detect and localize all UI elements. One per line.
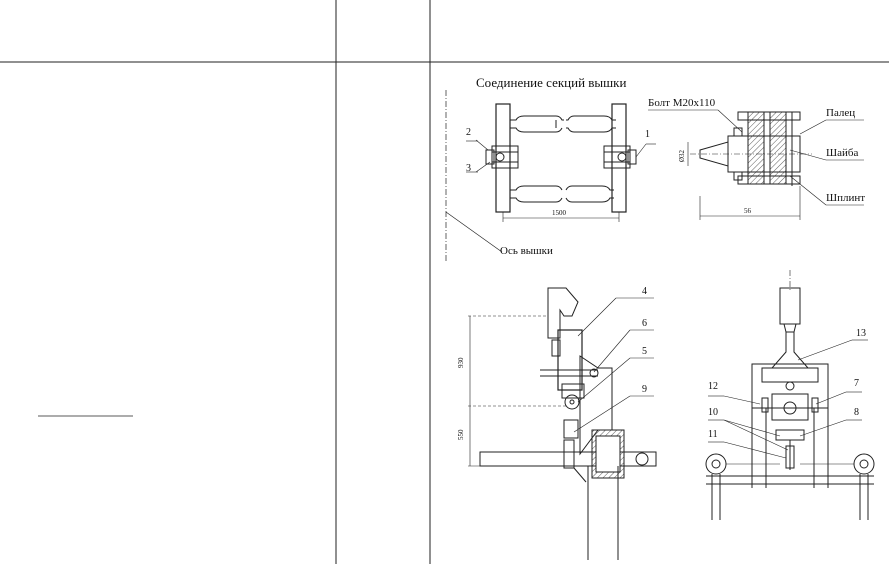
cotter-pin-label: Шплинт <box>826 192 866 204</box>
pin-label: Палец <box>826 107 856 119</box>
winch-front-view <box>705 270 875 520</box>
callout-6: 6 <box>642 318 647 329</box>
washer-label: Шайба <box>826 147 859 159</box>
joint-plan-title: Соединение секций вышки <box>476 75 627 90</box>
pin-joint-section <box>648 109 864 220</box>
dim-550: 550 <box>457 429 465 441</box>
dim-diameter: Ø32 <box>678 149 686 162</box>
callout-5: 5 <box>642 346 647 357</box>
callout-13: 13 <box>856 328 866 339</box>
winch-side-view <box>468 287 657 560</box>
dim-span-1500: 1500 <box>552 209 566 217</box>
tower-axis-label: Ось вышки <box>500 245 553 257</box>
callout-3: 3 <box>466 163 471 174</box>
callout-8: 8 <box>854 407 859 418</box>
bolt-label: Болт М20х110 <box>648 97 716 109</box>
callout-4: 4 <box>642 286 647 297</box>
dim-length-56: 56 <box>744 207 751 215</box>
callout-11: 11 <box>708 429 718 440</box>
callout-2: 2 <box>466 127 471 138</box>
dim-930: 930 <box>457 357 465 369</box>
section-joint-plan <box>445 90 656 262</box>
callout-1: 1 <box>645 129 650 140</box>
callout-7: 7 <box>854 378 859 389</box>
callout-12: 12 <box>708 381 718 392</box>
callout-10: 10 <box>708 407 718 418</box>
callout-9: 9 <box>642 384 647 395</box>
